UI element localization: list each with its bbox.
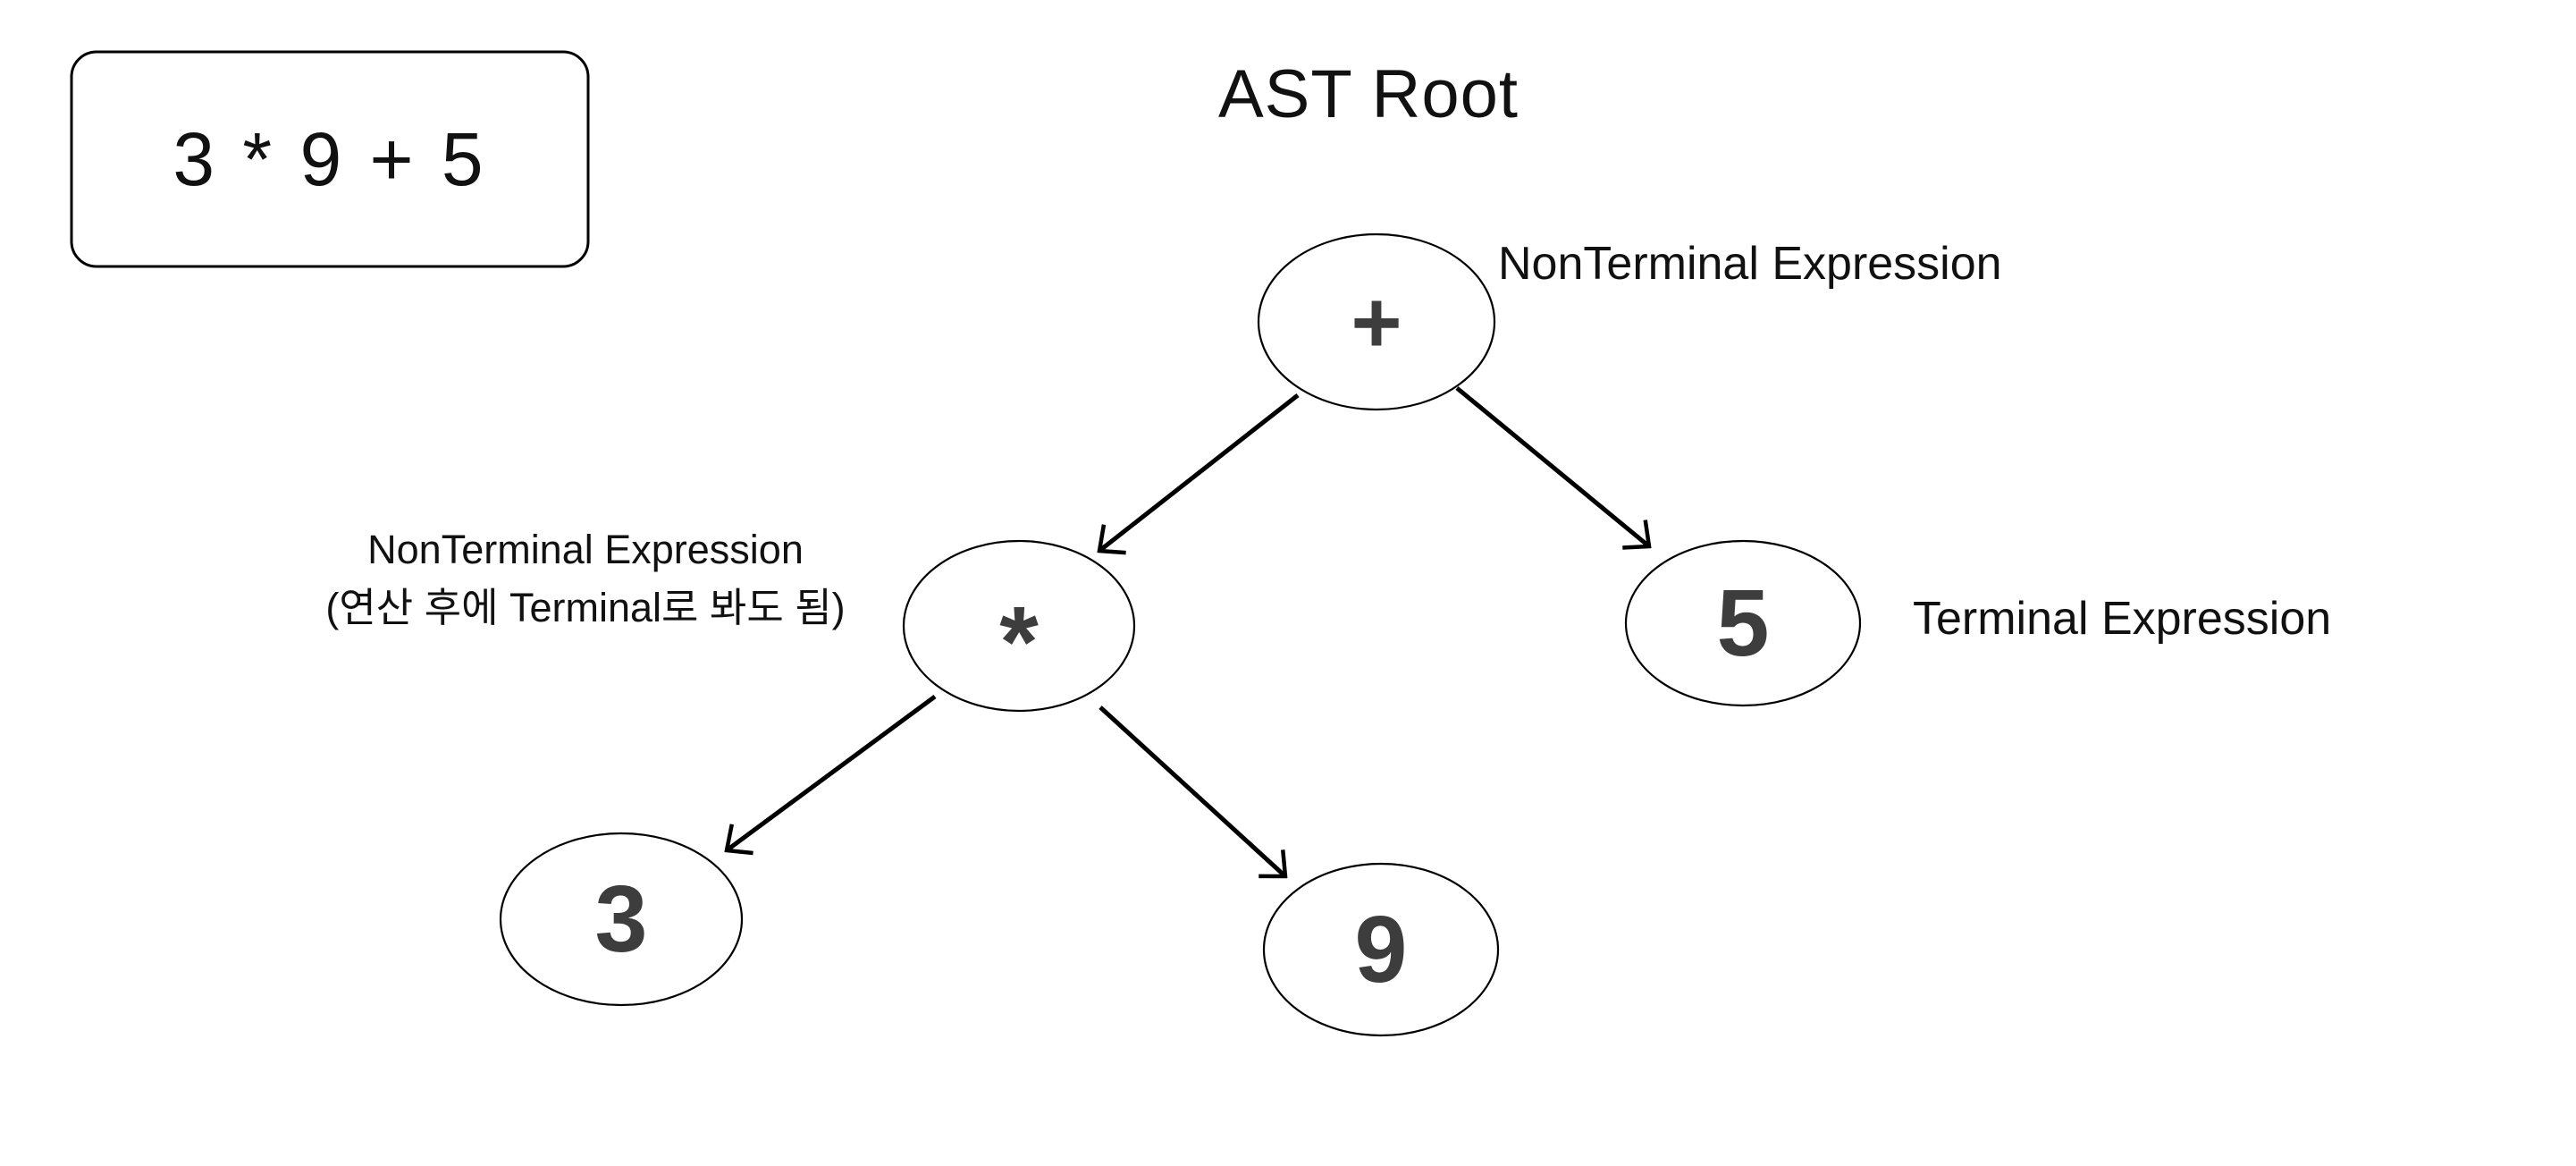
edge-plus-to-five-arrow	[1455, 386, 1649, 546]
asterisk-glyph: *	[999, 585, 1039, 697]
node-nine-symbol: 9	[1354, 896, 1408, 1002]
annotation-star-line1: NonTerminal Expression	[367, 527, 804, 572]
node-five-ellipse	[1624, 539, 1862, 707]
node-nine-ellipse	[1262, 862, 1500, 1037]
expression-box	[70, 50, 590, 268]
annotation-star-nonterminal: NonTerminal Expression (연산 후에 Terminal로 …	[215, 520, 956, 637]
annotation-root-nonterminal: NonTerminal Expression	[1498, 238, 2002, 290]
node-star-symbol: *	[904, 541, 1134, 711]
edge-plus-to-star-arrow	[1099, 393, 1300, 551]
node-star-ellipse	[902, 539, 1136, 713]
node-plus-ellipse	[1257, 232, 1496, 411]
node-plus-symbol: +	[1351, 272, 1402, 371]
annotation-terminal-expression: Terminal Expression	[1913, 593, 2332, 645]
diagram-title: AST Root	[1217, 56, 1520, 132]
annotation-star-line2: (연산 후에 Terminal로 봐도 됨)	[325, 585, 846, 630]
edge-star-to-three-arrow	[727, 694, 937, 850]
node-three-symbol: 3	[594, 866, 648, 972]
expression-text: 3 * 9 + 5	[173, 116, 487, 201]
node-five-symbol: 5	[1716, 570, 1770, 676]
edge-star-to-nine-arrow	[1099, 706, 1285, 876]
node-three-ellipse	[499, 832, 744, 1007]
